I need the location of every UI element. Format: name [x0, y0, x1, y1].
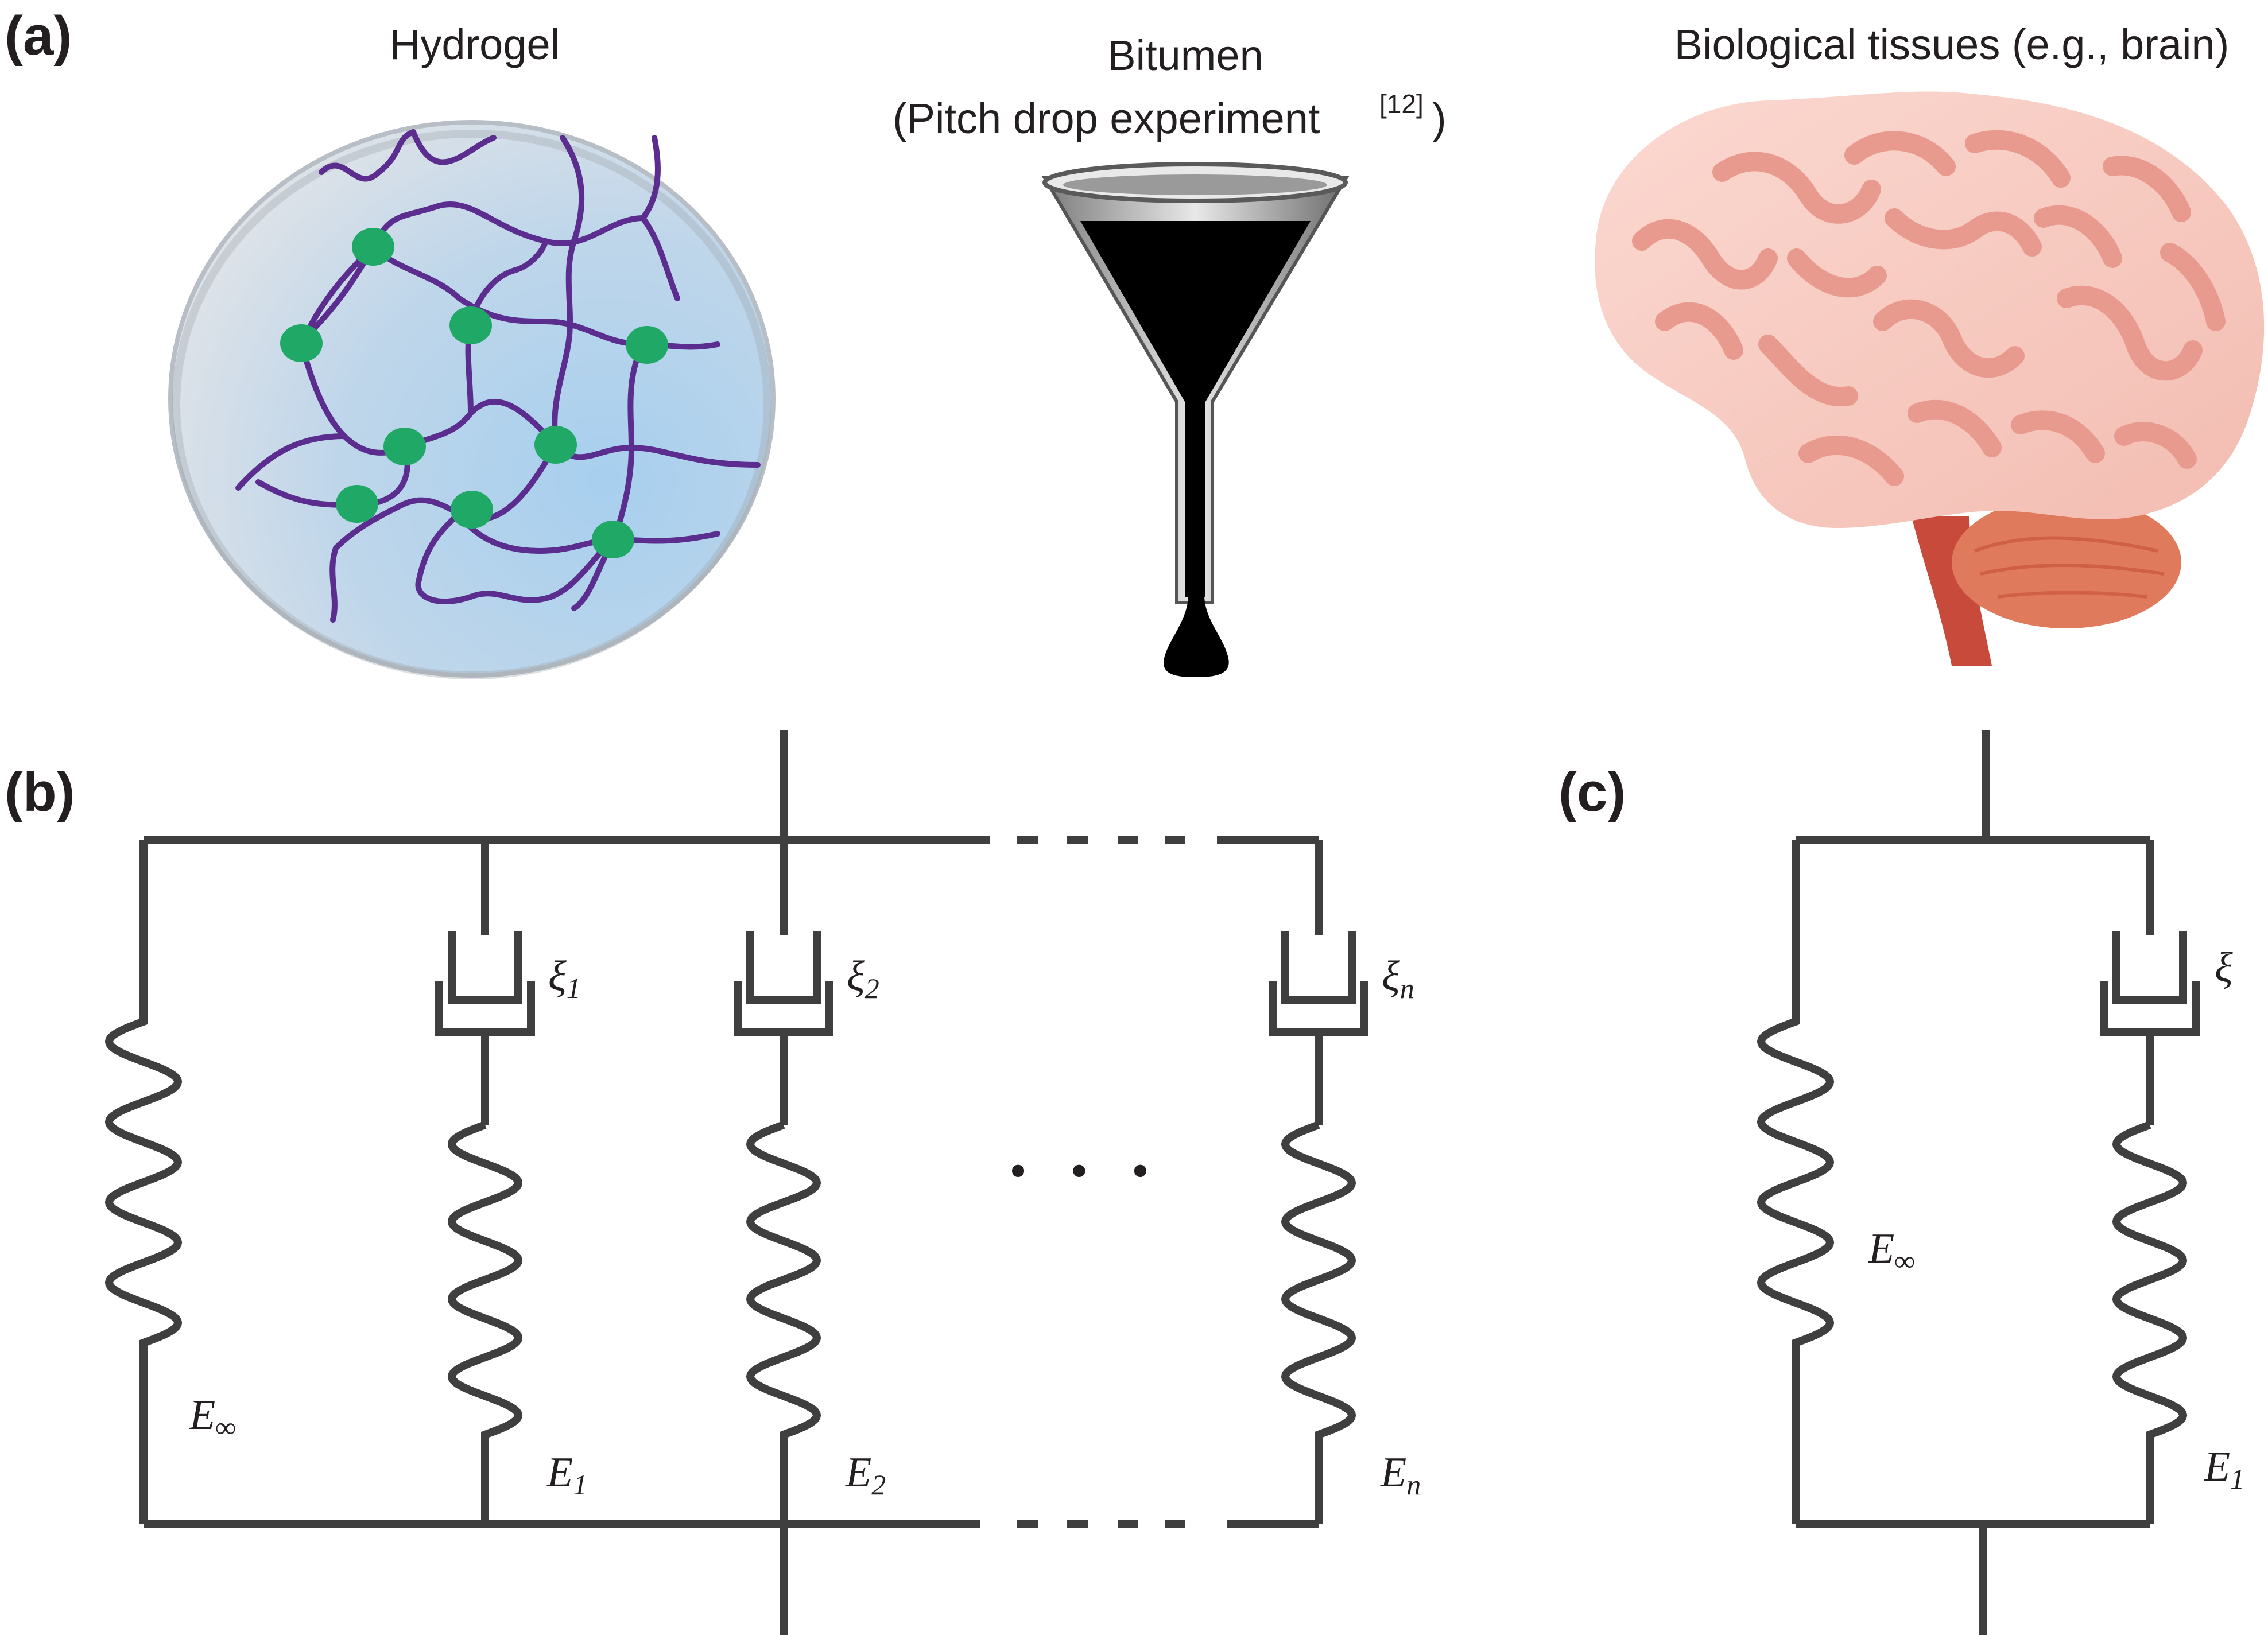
brain-folds — [1632, 130, 2226, 486]
damper-cup — [746, 931, 821, 1004]
damper-piston — [435, 981, 535, 1125]
bitumen-title: Bitumen — [1107, 32, 1263, 79]
branch-ellipsis: • • • — [1011, 1147, 1165, 1194]
label-e-2: E2 — [845, 1449, 886, 1501]
bitumen-fill — [1080, 221, 1311, 597]
c-label-e1: E1 — [2204, 1443, 2244, 1495]
spring — [447, 1121, 523, 1524]
spring-e-infinity — [104, 840, 183, 1524]
c-spring-e-infinity — [1757, 840, 1835, 1524]
label-e-n: En — [1380, 1449, 1421, 1501]
panel-c-label: (c) — [1558, 762, 1626, 823]
c-branch-e-infinity: E∞ — [1757, 840, 1915, 1524]
panel-c: (c) E∞ ξE1 — [1558, 730, 2244, 1635]
bitumen-funnel-illustration: Bitumen (Pitch drop experiment [12] ) — [893, 32, 1447, 677]
branch-e-infinity: E∞ — [104, 840, 236, 1524]
damper-cup — [1281, 931, 1356, 1004]
label-e-infinity: E∞ — [189, 1392, 236, 1443]
label-xi-1: ξ1 — [548, 953, 581, 1004]
bitumen-subtitle-close: ) — [1432, 95, 1447, 142]
brainstem — [1912, 516, 1992, 666]
c-label-e-infinity: E∞ — [1868, 1225, 1915, 1277]
bitumen-drop — [1164, 597, 1229, 677]
brain-illustration: Biological tissues (e.g., brain) — [1595, 21, 2265, 666]
bitumen-subtitle: (Pitch drop experiment — [893, 95, 1320, 142]
c-damper-piston — [2100, 981, 2200, 1125]
spring — [1281, 1121, 1356, 1524]
hydrogel-disc-shadow — [172, 130, 771, 679]
spring — [746, 1121, 821, 1524]
crosslink-nodes — [280, 228, 668, 558]
damper-cup — [448, 931, 522, 1004]
c-maxwell-branch: ξE1 — [2100, 840, 2244, 1524]
damper-piston — [1269, 981, 1368, 1125]
tissue-title: Biological tissues (e.g., brain) — [1674, 21, 2230, 68]
bitumen-reference: [12] — [1379, 89, 1424, 119]
c-spring-e1 — [2112, 1121, 2188, 1524]
panel-b-label: (b) — [5, 762, 75, 823]
polymer-network — [235, 129, 761, 623]
label-e-1: E1 — [546, 1449, 587, 1501]
c-label-xi: ξ — [2215, 944, 2233, 991]
c-damper-cup — [2112, 931, 2187, 1004]
hydrogel-title: Hydrogel — [390, 21, 560, 68]
standard-linear-solid-circuit: E∞ ξE1 — [1757, 730, 2244, 1635]
panel-a-label: (a) — [5, 5, 72, 67]
hydrogel-illustration: Hydrogel — [168, 21, 776, 679]
panel-a: (a) Hydrogel — [5, 5, 2265, 679]
label-xi-n: ξn — [1382, 953, 1414, 1004]
damper-piston — [734, 981, 833, 1125]
label-xi-2: ξ2 — [847, 953, 879, 1004]
